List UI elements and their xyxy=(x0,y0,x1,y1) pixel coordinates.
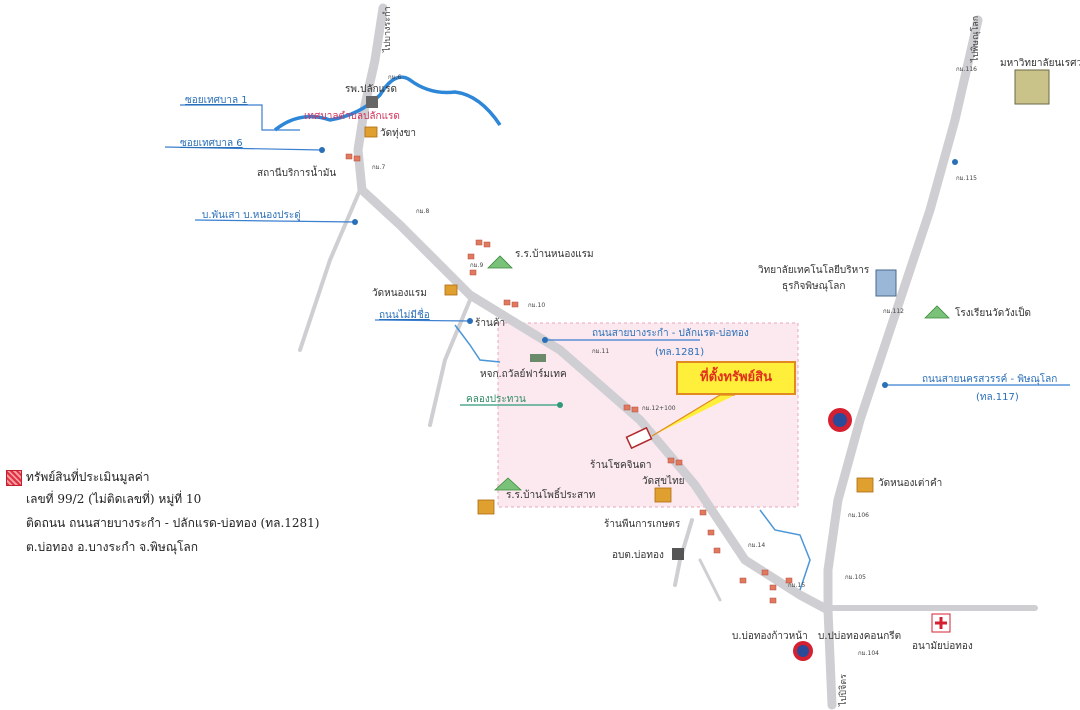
km-marker: กม.9 xyxy=(470,262,484,269)
direction-label-top: ไปบางระกำ xyxy=(383,6,393,52)
soi1-line xyxy=(180,104,300,131)
km-marker: กม.6 xyxy=(388,74,402,81)
place-bothong-concrete: บ.ปบ่อทองคอนกรีต xyxy=(818,631,902,642)
phanseo-line xyxy=(194,219,356,223)
km-marker: กม.116 xyxy=(956,66,977,73)
place-health: อนามัยบ่อทอง xyxy=(912,641,973,652)
road-west-south xyxy=(428,298,472,427)
road-label-east: ถนนสายนครสวรรค์ - พิษณุโลก xyxy=(922,374,1058,385)
callout-pointer xyxy=(651,394,735,437)
school-icon xyxy=(487,255,513,269)
place-wat-thungkha: วัดทุ่งขา xyxy=(380,128,417,139)
road-south xyxy=(698,558,722,602)
road-label-soi1: ซอยเทศบาล 1 xyxy=(185,95,248,106)
road-label-phanseo: บ.พันเสา บ.หนองประดู่ xyxy=(202,210,301,221)
university-icon xyxy=(1014,69,1050,105)
road-to-phitsanulok xyxy=(823,15,983,710)
study-area xyxy=(497,322,799,508)
place-shop-agri: ร้านพืนการเกษตร xyxy=(604,519,681,530)
farm-icon xyxy=(530,354,546,362)
place-shop-chokjinda: ร้านโชคจินดา xyxy=(590,460,652,471)
road-west-branch xyxy=(298,188,362,352)
road-label-main-code: (ทล.1281) xyxy=(655,347,705,358)
temple-icon xyxy=(364,126,378,138)
place-wat-suthai: วัดสุขไทย xyxy=(642,476,685,487)
office-icon xyxy=(672,548,684,560)
road-label-mimue: ถนนไม่มีชื่อ xyxy=(379,310,430,321)
place-college: วิทยาลัยเทคโนโลยีบริหาร xyxy=(758,265,870,276)
place-shop: ร้านค้า xyxy=(475,318,506,329)
place-obt: อบต.บ่อทอง xyxy=(612,550,664,561)
road-label-east-code: (ทล.117) xyxy=(976,392,1019,403)
km-marker: กม.10 xyxy=(528,302,546,309)
place-school-nongraem: ร.ร.บ้านหนองแรม xyxy=(515,249,594,260)
km-marker: กม.12+100 xyxy=(642,405,676,412)
stream-west xyxy=(454,324,501,363)
canal-label: คลองประทวน xyxy=(466,394,526,405)
place-wat-nongtaokham: วัดหนองเต่าคำ xyxy=(878,478,943,489)
river xyxy=(273,75,502,132)
direction-label-bottom: ไปปิจิตร xyxy=(839,674,849,706)
place-university: มหาวิทยาลัยนเรศวร xyxy=(1000,58,1080,69)
legend-line-3: ติดถนน ถนนสายบางระกำ - ปลักแรด-บ่อทอง (ท… xyxy=(26,516,320,530)
mimue-line xyxy=(374,319,471,322)
km-marker: กม.105 xyxy=(845,574,866,581)
legend-swatch xyxy=(6,470,22,486)
place-farm: หจก.ถวัลย์ฟาร์มเทค xyxy=(480,369,567,380)
km-marker: กม.15 xyxy=(788,582,806,589)
place-hospital: รพ.ปลักแรด xyxy=(345,84,397,95)
place-school-pho: ร.ร.บ้านโพธิ์ประสาท xyxy=(506,490,596,501)
college-icon xyxy=(875,269,897,297)
place-municipality: เทศบาลตำบลปลักแรด xyxy=(304,111,400,122)
km-marker: กม.115 xyxy=(956,175,977,182)
road-label-soi6: ซอยเทศบาล 6 xyxy=(180,138,243,149)
property-marker xyxy=(625,426,653,450)
hospital-icon xyxy=(366,96,378,108)
place-bothong-front: บ.บ่อทองก้าวหน้า xyxy=(732,631,808,642)
place-wat-nongraem: วัดหนองแรม xyxy=(372,288,427,299)
legend-line-1: ทรัพย์สินที่ประเมินมูลค่า xyxy=(26,470,150,484)
legend-line-4: ต.บ่อทอง อ.บางระกำ จ.พิษณุโลก xyxy=(26,540,199,554)
temple-icon xyxy=(444,284,458,296)
property-callout: ที่ตั้งทรัพย์สิน xyxy=(676,361,796,395)
km-marker: กม.7 xyxy=(372,164,386,171)
soi6-line xyxy=(164,146,323,151)
temple-icon xyxy=(477,499,495,515)
km-marker: กม.14 xyxy=(748,542,766,549)
school-icon xyxy=(924,305,950,319)
km-marker: กม.8 xyxy=(416,208,430,215)
km-marker: กม.104 xyxy=(858,650,879,657)
temple-icon xyxy=(856,477,874,493)
km-marker: กม.11 xyxy=(592,348,610,355)
direction-label-right: ไปพิษณุโลก xyxy=(971,15,981,62)
legend-line-2: เลขที่ 99/2 (ไม่ติดเลขที่) หมู่ที่ 10 xyxy=(26,492,202,506)
place-school-wangpet: โรงเรียนวัดวังเป็ด xyxy=(955,308,1031,319)
place-college-2: ธุรกิจพิษณุโลก xyxy=(782,281,846,292)
road-label-main: ถนนสายบางระกำ - ปลักแรด-บ่อทอง xyxy=(592,328,749,339)
km-marker: กม.112 xyxy=(883,308,904,315)
place-gas-station: สถานีบริการน้ำมัน xyxy=(257,168,337,179)
km-marker: กม.106 xyxy=(848,512,869,519)
school-icon xyxy=(493,477,523,491)
stream-east xyxy=(759,509,811,591)
temple-icon xyxy=(654,487,672,503)
